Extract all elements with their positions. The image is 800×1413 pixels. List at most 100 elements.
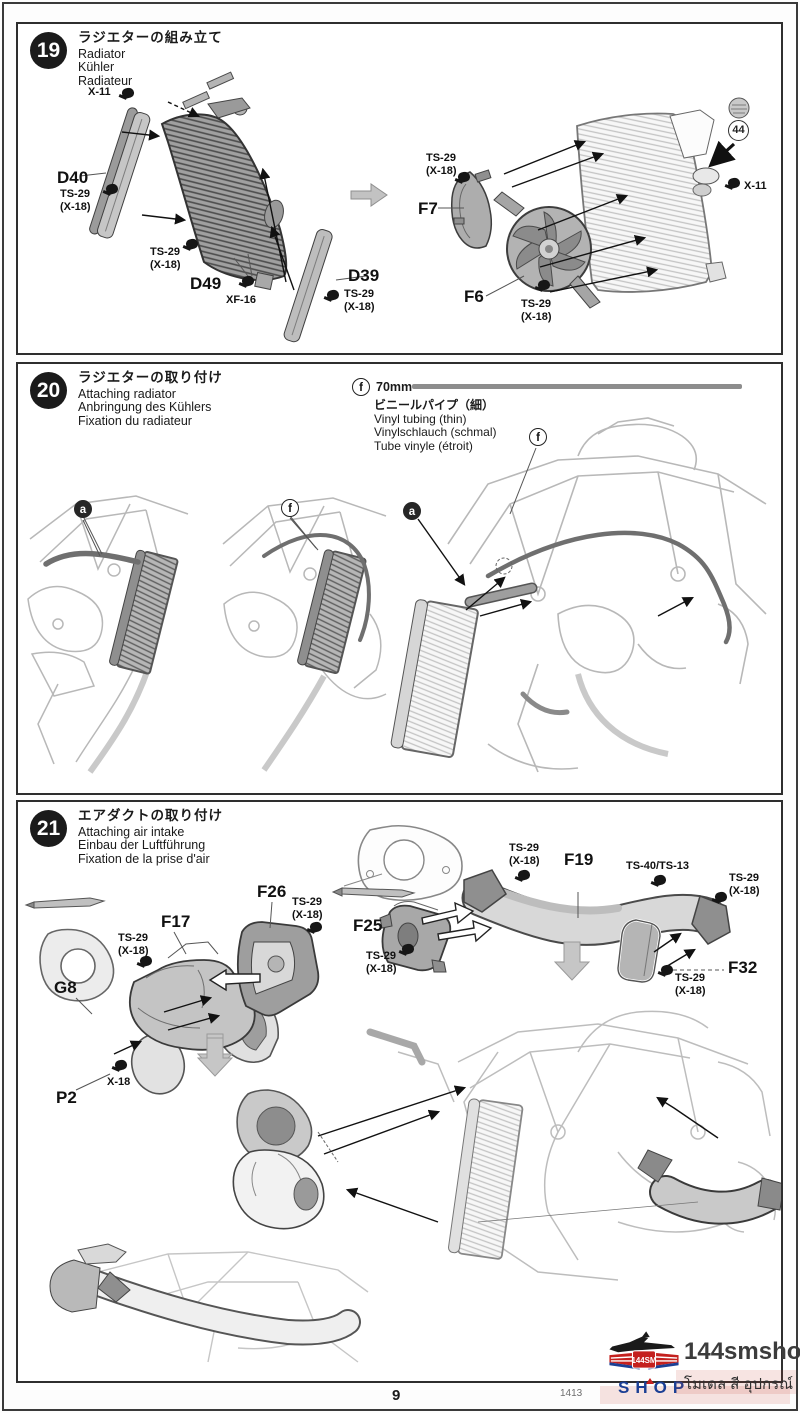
vinyl-tube-right [485, 530, 732, 645]
duct-installed-shape [637, 1149, 781, 1225]
part-label-f32: F32 [728, 958, 758, 977]
paint-callout-x18: X-18 [107, 1076, 131, 1088]
title-de: Einbau der Luftführung [78, 838, 206, 852]
frame-sketch-big [366, 1010, 777, 1281]
paint-callout-ts29: TS-29 (X-18) [60, 188, 91, 213]
cover-part-shape [236, 1089, 313, 1163]
side-panel-d39 [283, 229, 333, 343]
faded-stamp [676, 1370, 796, 1394]
radiator-sketch-big [448, 1098, 524, 1260]
title-de: Kühler [78, 60, 115, 74]
paint-dab-icon [113, 1058, 129, 1072]
side-panel-d40 [89, 107, 151, 239]
shop-watermark: 144SM SHOP 144smshop โมเดล สี อุปกรณ์ [606, 1322, 800, 1412]
paint-dab-icon [138, 954, 154, 968]
intake-left-assembly [24, 897, 320, 1163]
radiator-fan-illustration [438, 97, 750, 309]
paint-callout-xf16: XF-16 [226, 294, 256, 306]
paint-dab-icon [400, 942, 416, 956]
title-fr: Radiateur [78, 73, 133, 88]
part-label-f7: F7 [418, 199, 438, 218]
title-fr: Fixation de la prise d'air [78, 851, 210, 866]
step-20-section: 20 ラジエターの取り付け Attaching radiator Anbring… [16, 362, 783, 795]
callout-f: f [529, 428, 547, 446]
tube-piece-a [466, 584, 536, 606]
fan-f6 [493, 191, 601, 309]
part-label-g8: G8 [54, 978, 77, 997]
step21-illustration [24, 824, 781, 1363]
paint-dab-icon [184, 237, 200, 251]
step-21-section: 21 エアダクトの取り付け Attaching air intake Einba… [16, 800, 783, 1383]
paint-callout-x11: X-11 [744, 180, 767, 192]
step-19-section: 19 ラジエターの組み立て Radiator Kühler Radiateur … [16, 22, 783, 355]
paint-dab-icon [726, 176, 742, 190]
paint-dab-icon [713, 890, 729, 904]
paint-dab-icon [652, 873, 668, 887]
transition-arrow [350, 183, 388, 207]
paint-callout-ts29: TS-29 (X-18) [521, 298, 552, 323]
tube-names: ビニールパイプ（細） Vinyl tubing (thin) Vinylschl… [374, 398, 497, 453]
paint-callout-ts29: TS-29 (X-18) [366, 950, 397, 975]
tube-name-fr: Tube vinyle (étroit) [374, 438, 473, 453]
title-ja: エアダクトの取り付け [78, 808, 223, 823]
radiator-cap-icon [728, 97, 750, 119]
tube-bar [412, 384, 742, 389]
engine-sketch-left [27, 495, 189, 774]
paint-dab-icon [308, 920, 324, 934]
part-number-badge: 44 [728, 120, 749, 141]
duct-finished-shape [49, 1243, 361, 1346]
step-title: ラジエターの取り付け Attaching radiator Anbringung… [78, 371, 223, 428]
part-label-d40: D40 [57, 168, 89, 187]
part-label-f26: F26 [257, 882, 287, 901]
part-label-d49: D49 [190, 274, 222, 293]
radiator-sketch-left [109, 549, 179, 675]
tube-name-ja: ビニールパイプ（細） [374, 398, 495, 412]
shop-thai-text: โมเดล สี อุปกรณ์ [684, 1376, 794, 1393]
paint-callout-ts40: TS-40/TS-13 [626, 860, 689, 872]
part-label-f6: F6 [464, 287, 484, 306]
tube-name-en: Vinyl tubing (thin) [374, 411, 467, 426]
frame-sketch-finished [97, 1251, 369, 1363]
paint-dab-icon [659, 963, 675, 977]
part-label-f19: F19 [564, 850, 594, 869]
paint-callout-ts29: TS-29 (X-18) [675, 972, 706, 997]
logo-accent-mark [646, 1378, 654, 1384]
shop-logo-icon: 144SM [609, 1331, 679, 1370]
paint-callout-ts29: TS-29 (X-18) [118, 932, 149, 957]
paint-dab-icon [536, 278, 552, 292]
logo-top-text: 144SM [631, 1356, 656, 1365]
footer-code: 1413 [560, 1388, 583, 1399]
part-label-f25: F25 [353, 916, 383, 935]
paint-callout-ts29: TS-29 (X-18) [150, 246, 181, 271]
title-ja: ラジエターの組み立て [78, 30, 223, 45]
down-arrow [553, 941, 591, 981]
part-f32-shape [616, 918, 662, 984]
paint-callout-ts29: TS-29 (X-18) [729, 872, 760, 897]
paint-callout-ts29: TS-29 (X-18) [292, 896, 323, 921]
part-label-d39: D39 [348, 266, 380, 285]
paint-callout-ts29: TS-29 (X-18) [344, 288, 375, 313]
part-f26-shape [236, 921, 320, 1017]
part-label-p2: P2 [56, 1088, 77, 1107]
engine-sketch-right [447, 417, 767, 773]
white-arrow [208, 968, 261, 992]
title-en: Attaching air intake [78, 824, 185, 839]
step-number: 19 [30, 32, 67, 69]
step-title: ラジエターの組み立て Radiator Kühler Radiateur [78, 31, 223, 88]
step-title: エアダクトの取り付け Attaching air intake Einbau d… [78, 809, 223, 866]
part-f19-shape [461, 869, 731, 947]
step-number: 20 [30, 372, 67, 409]
callout-a: a [74, 500, 92, 518]
part-g8-shape [214, 984, 280, 1064]
paint-callout-x11: X-11 [88, 86, 111, 98]
part-label-f17: F17 [161, 912, 191, 931]
paint-dab-icon [120, 86, 136, 100]
engine-sketch-mid [222, 497, 387, 772]
tube-length: 70mm [376, 380, 413, 394]
paint-dab-icon [516, 868, 532, 882]
tube-marker-f: f [352, 378, 370, 396]
page-number: 9 [392, 1387, 401, 1404]
paint-callout-ts29: TS-29 (X-18) [509, 842, 540, 867]
down-arrow [196, 1033, 234, 1073]
